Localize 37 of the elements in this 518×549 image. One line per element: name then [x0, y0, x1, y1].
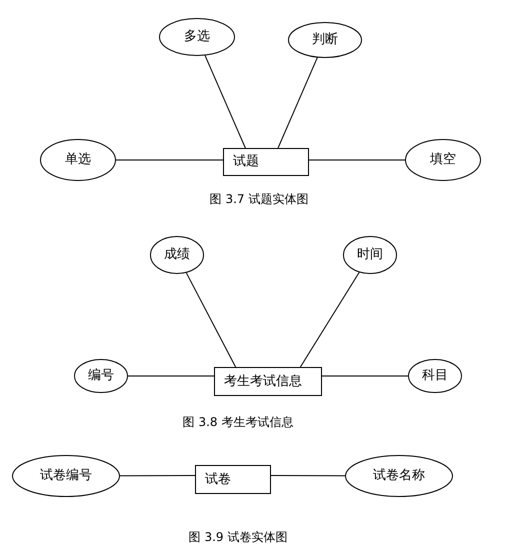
connector-line — [270, 474, 346, 476]
attribute-name: 填空 — [430, 152, 456, 168]
attribute-name: 时间 — [357, 247, 383, 263]
attribute-ellipse — [343, 236, 397, 274]
entity-name: 试题 — [233, 154, 259, 170]
entity-name: 试卷 — [205, 472, 231, 488]
attribute-ellipse — [345, 455, 453, 497]
connector-line — [204, 55, 246, 148]
attribute-ellipse — [288, 22, 362, 58]
attribute-name: 成绩 — [164, 247, 190, 263]
figure-caption: 图 3.7 试题实体图 — [210, 192, 308, 206]
attribute-name: 编号 — [88, 368, 114, 384]
connector-line — [120, 474, 196, 476]
attribute-ellipse — [74, 359, 128, 393]
attribute-ellipse — [12, 455, 120, 497]
entity-box — [195, 465, 271, 494]
connector-line — [300, 272, 360, 368]
attribute-name: 试卷名称 — [373, 468, 425, 484]
entity-box — [223, 148, 309, 176]
entity-name: 考生考试信息 — [224, 374, 302, 390]
attribute-ellipse — [408, 359, 462, 393]
entity-box — [214, 367, 322, 396]
connector-line — [308, 160, 406, 161]
attribute-name: 试卷编号 — [40, 468, 92, 484]
connector-line — [186, 272, 236, 368]
attribute-ellipse — [159, 18, 235, 56]
attribute-ellipse — [150, 236, 204, 274]
attribute-ellipse — [405, 139, 481, 181]
attribute-name: 多选 — [184, 29, 210, 45]
attribute-name: 判断 — [312, 32, 338, 48]
connector-line — [278, 57, 318, 148]
connector-line — [116, 160, 224, 161]
figure-caption: 图 3.8 考生考试信息 — [182, 415, 294, 430]
figure-caption: 图 3.9 试卷实体图 — [188, 530, 288, 544]
attribute-name: 单选 — [65, 152, 91, 168]
attribute-name: 科目 — [422, 368, 448, 384]
attribute-ellipse — [40, 139, 116, 181]
